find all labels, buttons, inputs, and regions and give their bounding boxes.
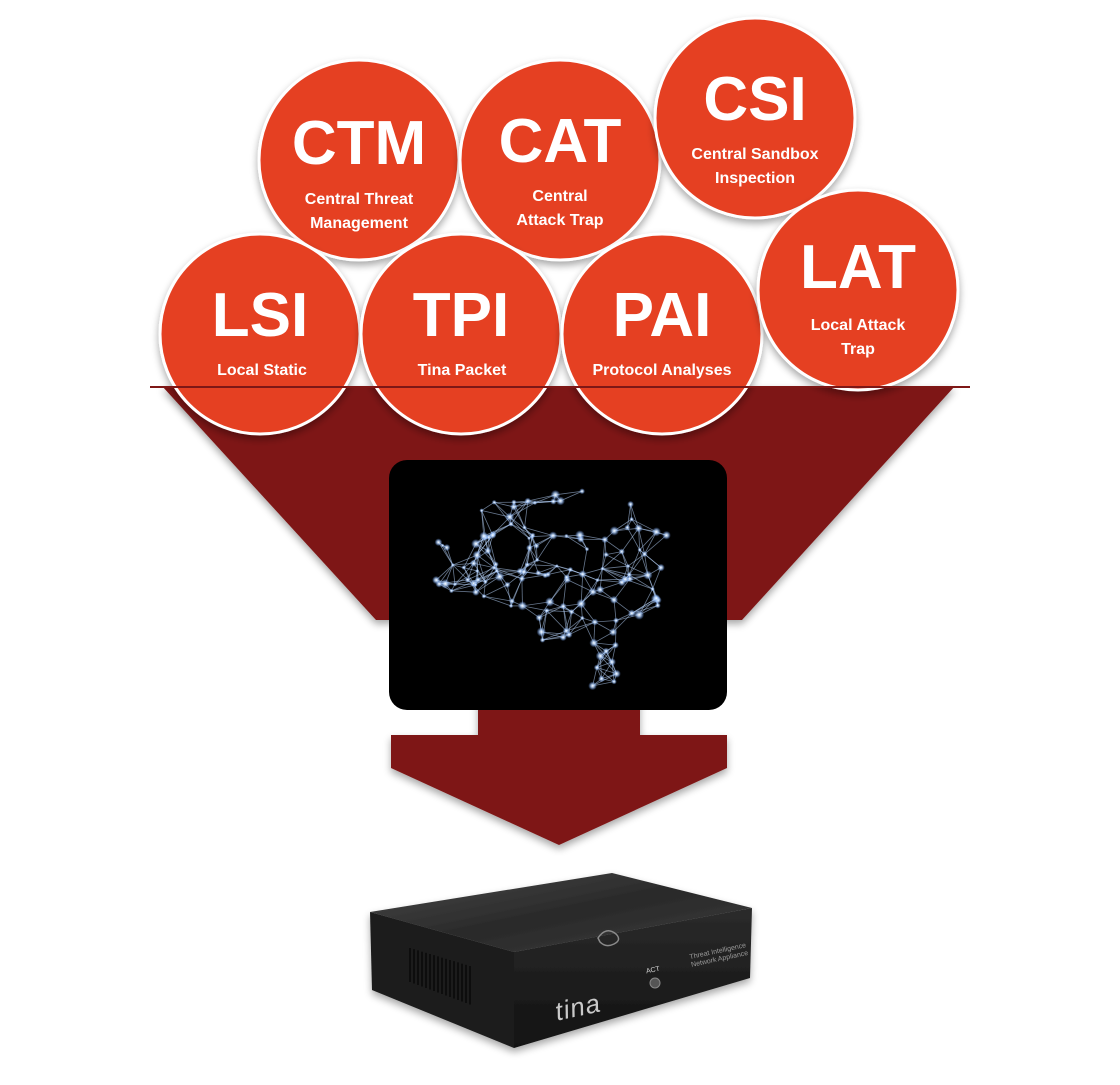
circle-cat-acronym: CAT <box>499 111 622 173</box>
circle-pai-subtitle: Protocol Analyses <box>592 359 731 383</box>
power-led-icon <box>650 978 660 988</box>
circle-lsi-subtitle: Local Static <box>217 359 307 383</box>
circle-csi-acronym: CSI <box>703 69 806 131</box>
circle-tpi-acronym: TPI <box>413 285 509 347</box>
circle-pai-acronym: PAI <box>613 285 712 347</box>
circle-csi-subtitle: Central Sandbox Inspection <box>691 143 818 191</box>
circle-ctm-acronym: CTM <box>292 113 426 175</box>
circle-lat-acronym: LAT <box>800 237 916 299</box>
circle-tpi-subtitle: Tina Packet <box>418 359 507 383</box>
circle-lsi-acronym: LSI <box>212 285 308 347</box>
circle-ctm-subtitle: Central Threat Management <box>305 188 413 236</box>
funnel-rim <box>150 386 970 388</box>
circle-lat-subtitle: Local Attack Trap <box>811 314 906 362</box>
brain-screen <box>389 460 727 710</box>
circle-cat-subtitle: Central Attack Trap <box>516 185 603 233</box>
